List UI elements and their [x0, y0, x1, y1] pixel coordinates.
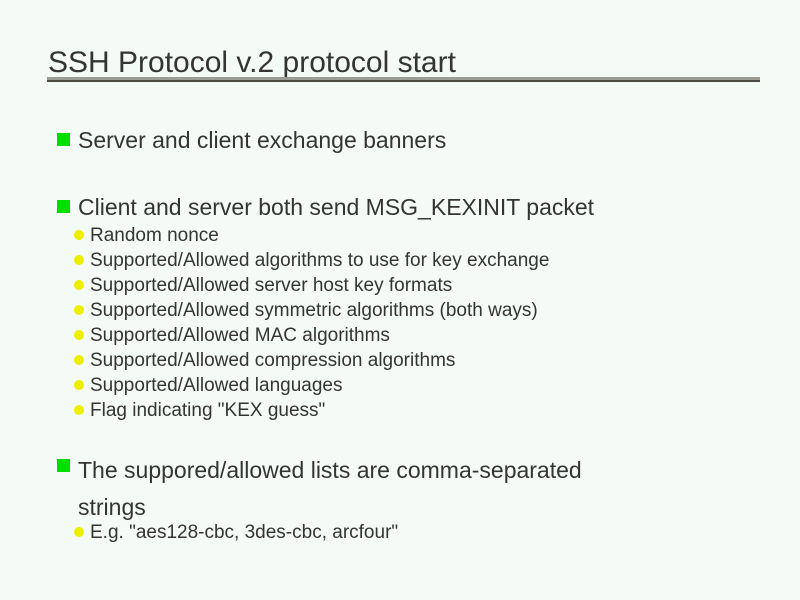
bullet-label: Server and client exchange banners: [78, 127, 447, 153]
circle-bullet-icon: [74, 405, 84, 415]
slide-title: SSH Protocol v.2 protocol start: [48, 46, 456, 79]
sub-bullet-compression-algorithms: Supported/Allowed compression algorithms: [74, 348, 455, 373]
sub-bullet-kex-guess-flag: Flag indicating "KEX guess": [74, 398, 325, 423]
sub-bullet-symmetric-algorithms: Supported/Allowed symmetric algorithms (…: [74, 298, 538, 323]
bullet-comma-separated-lists: The suppored/allowed lists are comma-sep…: [57, 452, 698, 526]
sub-bullet-label: Supported/Allowed compression algorithms: [90, 350, 456, 371]
sub-bullet-random-nonce: Random nonce: [74, 223, 219, 248]
sub-bullet-label: Supported/Allowed algorithms to use for …: [90, 250, 550, 271]
sub-bullet-label: Supported/Allowed server host key format…: [90, 275, 453, 296]
circle-bullet-icon: [74, 255, 84, 265]
title-underline: [47, 77, 760, 82]
circle-bullet-icon: [74, 330, 84, 340]
sub-bullet-cipher-example: E.g. "aes128-cbc, 3des-cbc, arcfour": [74, 520, 398, 545]
circle-bullet-icon: [74, 280, 84, 290]
sub-bullet-key-exchange-algorithms: Supported/Allowed algorithms to use for …: [74, 248, 549, 273]
bullet-label: The suppored/allowed lists are comma-sep…: [78, 452, 698, 526]
circle-bullet-icon: [74, 527, 84, 537]
sub-bullet-label: Supported/Allowed languages: [90, 375, 343, 396]
bullet-label-line2: strings: [78, 494, 146, 520]
sub-bullet-label: Supported/Allowed MAC algorithms: [90, 325, 390, 346]
square-bullet-icon: [57, 200, 70, 213]
sub-bullet-label: Supported/Allowed symmetric algorithms (…: [90, 300, 538, 321]
circle-bullet-icon: [74, 355, 84, 365]
bullet-label: Client and server both send MSG_KEXINIT …: [78, 194, 595, 220]
sub-bullet-mac-algorithms: Supported/Allowed MAC algorithms: [74, 323, 390, 348]
bullet-label-line1: The suppored/allowed lists are comma-sep…: [78, 457, 582, 483]
sub-bullet-label: E.g. "aes128-cbc, 3des-cbc, arcfour": [90, 522, 399, 543]
sub-bullet-languages: Supported/Allowed languages: [74, 373, 342, 398]
circle-bullet-icon: [74, 380, 84, 390]
square-bullet-icon: [57, 133, 70, 146]
sub-bullet-label: Flag indicating "KEX guess": [90, 400, 326, 421]
sub-bullet-label: Random nonce: [90, 225, 219, 246]
circle-bullet-icon: [74, 230, 84, 240]
bullet-msg-kexinit: Client and server both send MSG_KEXINIT …: [57, 193, 594, 221]
sub-bullet-host-key-formats: Supported/Allowed server host key format…: [74, 273, 452, 298]
square-bullet-icon: [57, 459, 70, 472]
circle-bullet-icon: [74, 305, 84, 315]
bullet-server-client-banners: Server and client exchange banners: [57, 126, 446, 154]
